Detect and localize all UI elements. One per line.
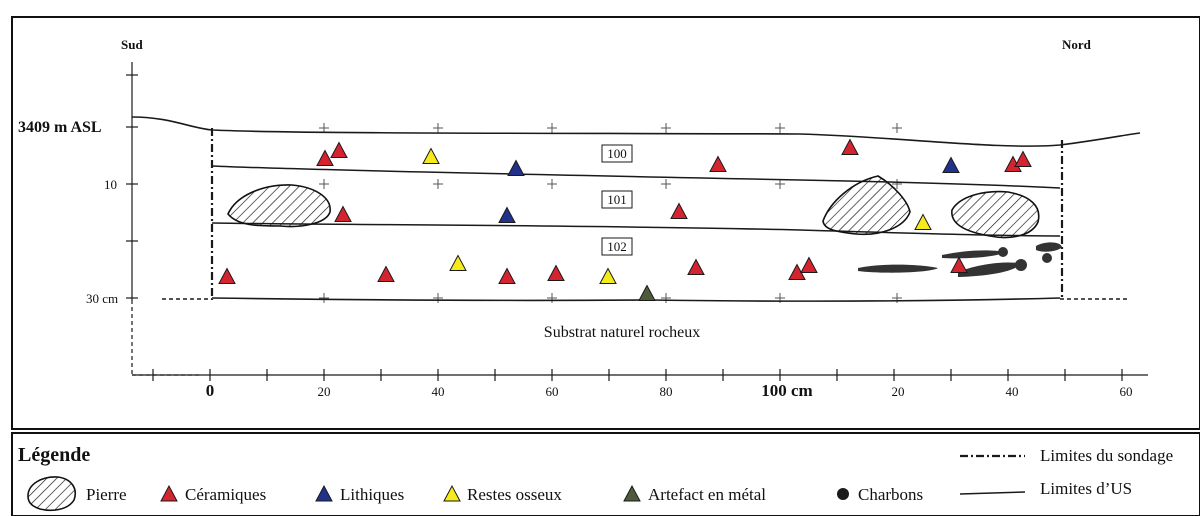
- layer-label-100: 100: [601, 144, 633, 163]
- charcoal-dot: [1015, 259, 1027, 271]
- ceramic-find-triangle: [841, 138, 859, 155]
- charcoal-smear: [858, 264, 938, 273]
- x-axis-label: 40: [1006, 384, 1019, 399]
- lithic-triangle-icon: [315, 484, 333, 502]
- legend-item-metal: Artefact en métal: [623, 484, 766, 504]
- ceramic-find-triangle: [687, 258, 705, 275]
- legend-label: Limites du sondage: [1040, 446, 1173, 465]
- x-axis-label: 40: [432, 384, 445, 399]
- charcoal-smear: [942, 250, 1005, 259]
- depth-label-30: 30 cm: [86, 291, 118, 306]
- x-axis-label: 100 cm: [761, 381, 812, 400]
- depth-label-10: 10: [104, 177, 117, 192]
- stone: [951, 190, 1040, 239]
- ceramic-find-triangle: [218, 267, 236, 284]
- bone-find-triangle: [914, 213, 932, 230]
- base-line: [211, 297, 1061, 302]
- layer-number: 102: [607, 239, 627, 254]
- finds: [218, 138, 1032, 301]
- legend-item-lithics: Lithiques: [315, 484, 404, 504]
- profile-frame: [11, 16, 1200, 430]
- ceramic-find-triangle: [670, 202, 688, 219]
- legend-label: Céramiques: [185, 485, 266, 504]
- substrate-label: Substrat naturel rocheux: [544, 324, 700, 341]
- legend-label: Restes osseux: [467, 485, 562, 504]
- legend-label: Pierre: [86, 485, 127, 504]
- ceramic-find-triangle: [377, 265, 395, 282]
- layer-number: 100: [607, 146, 627, 161]
- lithic-find-triangle: [498, 206, 516, 223]
- charcoal-dot: [1042, 253, 1052, 263]
- ceramic-find-triangle: [316, 149, 334, 166]
- layer-label-102: 102: [601, 237, 633, 256]
- legend-line-us: Limites d’US: [959, 479, 1132, 498]
- layer-label-101: 101: [601, 190, 633, 209]
- bone-find-triangle: [599, 267, 617, 284]
- legend-item-bone: Restes osseux: [443, 484, 562, 504]
- ceramic-find-triangle: [1014, 150, 1032, 167]
- ceramic-find-triangle: [498, 267, 516, 284]
- layer-boundary-101-102: [211, 222, 1061, 237]
- ceramic-triangle-icon: [160, 484, 178, 502]
- legend-label: Lithiques: [340, 485, 404, 504]
- lithic-find-triangle: [507, 159, 525, 176]
- ceramic-find-triangle: [330, 141, 348, 158]
- lithic-find-triangle: [942, 156, 960, 173]
- metal-find-triangle: [638, 284, 656, 301]
- legend-label: Charbons: [858, 485, 923, 504]
- charcoal-smear: [958, 262, 1020, 277]
- x-axis-labels: 0 20 40 60 80 100 cm 20 40 60: [206, 381, 1133, 400]
- legend-frame: [11, 432, 1200, 516]
- charcoal-deposits: [858, 242, 1062, 277]
- x-axis-label: 20: [318, 384, 331, 399]
- depth-ticks: [126, 74, 138, 299]
- metal-triangle-icon: [623, 484, 641, 502]
- x-axis-label: 80: [660, 384, 673, 399]
- ceramic-find-triangle: [800, 256, 818, 273]
- legend-title: Légende: [18, 444, 90, 466]
- grid-crosses: [319, 123, 902, 303]
- stone-icon: [27, 476, 76, 512]
- legend-item-charcoal: Charbons: [837, 485, 923, 504]
- layer-number: 101: [607, 192, 627, 207]
- ceramic-find-triangle: [950, 256, 968, 273]
- stone: [822, 175, 911, 236]
- x-axis-label: 60: [546, 384, 559, 399]
- direction-south-label: Sud: [121, 37, 143, 52]
- legend-line-sondage: Limites du sondage: [960, 446, 1173, 465]
- legend-item-ceramics: Céramiques: [160, 484, 266, 504]
- x-axis-label: 0: [206, 381, 215, 400]
- x-axis-label: 60: [1120, 384, 1133, 399]
- legend-label: Artefact en métal: [648, 485, 766, 504]
- x-axis-label: 20: [892, 384, 905, 399]
- ground-surface-line: [131, 116, 1141, 147]
- legend-item-stone: Pierre: [27, 476, 127, 512]
- ceramic-find-triangle: [547, 264, 565, 281]
- ceramic-find-triangle: [709, 155, 727, 172]
- layer-boundary-100-101: [211, 165, 1061, 189]
- stone: [227, 184, 331, 228]
- direction-north-label: Nord: [1062, 37, 1092, 52]
- charcoal-smear: [1036, 242, 1062, 252]
- bone-find-triangle: [449, 254, 467, 271]
- charcoal-dot: [998, 247, 1008, 257]
- ceramic-find-triangle: [334, 205, 352, 222]
- solid-line-icon: [959, 491, 1026, 495]
- stones: [227, 175, 1040, 239]
- legend-label: Limites d’US: [1040, 479, 1132, 498]
- x-axis-ticks: [152, 369, 1123, 381]
- charcoal-dot-icon: [837, 488, 849, 500]
- bone-find-triangle: [422, 147, 440, 164]
- altitude-label: 3409 m ASL: [18, 119, 102, 136]
- bone-triangle-icon: [443, 484, 461, 502]
